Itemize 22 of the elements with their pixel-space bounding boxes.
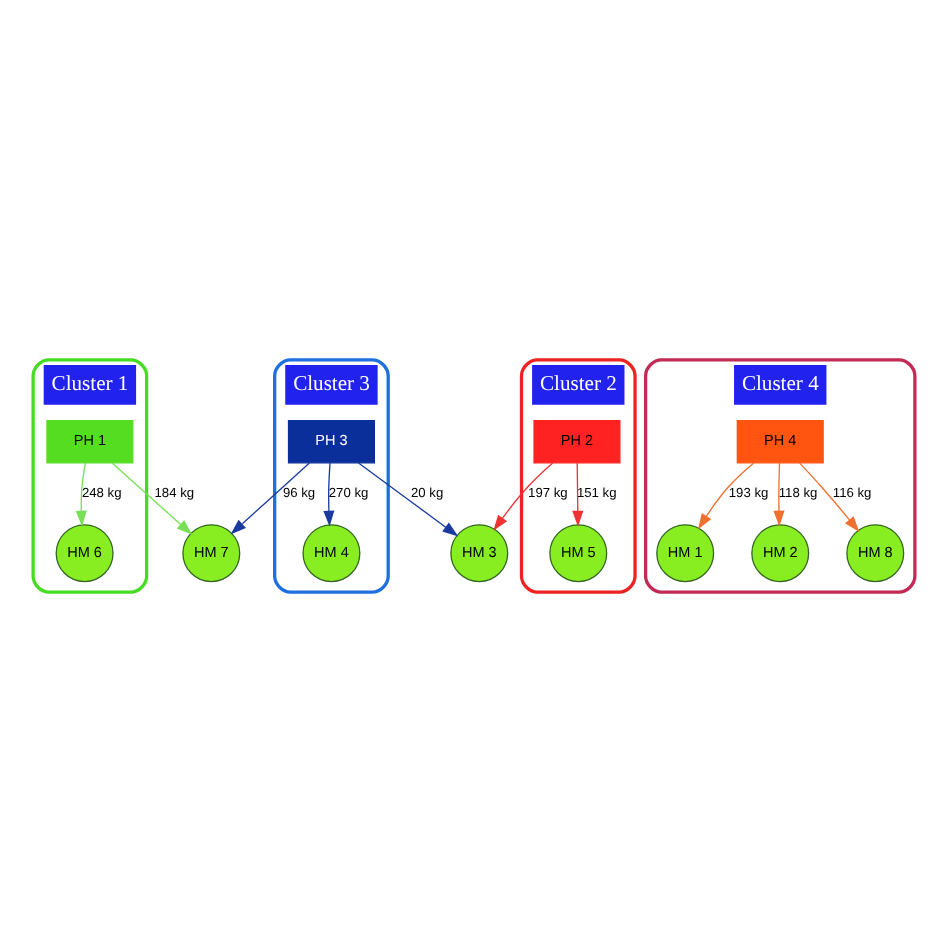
node-circle: HM 1 [656, 524, 715, 583]
arrow [111, 462, 193, 535]
arrow [773, 462, 785, 527]
node-box: PH 2 [533, 419, 621, 464]
node-circle: HM 7 [182, 524, 241, 583]
node-circle: HM 2 [751, 524, 810, 583]
arrow [572, 462, 584, 527]
arrow [75, 462, 87, 527]
node-box: PH 3 [287, 419, 375, 464]
node-circle: HM 8 [846, 524, 905, 583]
node-box: PH 4 [736, 419, 824, 464]
arrow [493, 462, 554, 531]
arrow [230, 462, 311, 535]
node-circle: HM 3 [450, 524, 509, 583]
arrow [799, 462, 860, 532]
node-circle: HM 5 [549, 524, 608, 583]
arrow [357, 462, 459, 537]
node-circle: HM 6 [55, 524, 114, 583]
arrow [323, 462, 335, 527]
node-box: PH 1 [46, 419, 134, 464]
arrow [697, 462, 755, 530]
node-circle: HM 4 [302, 524, 361, 583]
